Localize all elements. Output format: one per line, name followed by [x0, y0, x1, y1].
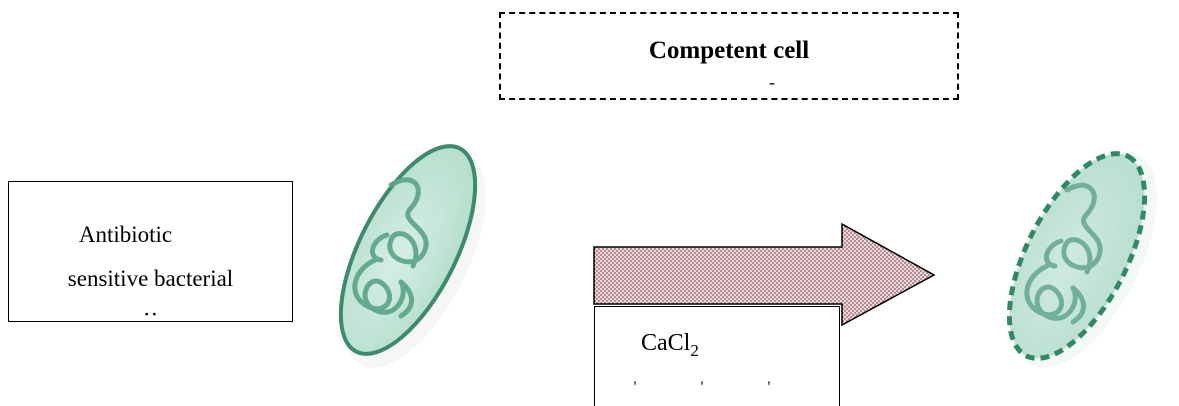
reagent-formula: CaCl	[641, 330, 690, 356]
reagent-ticks: ' ' '	[595, 379, 839, 397]
left-label-line-2: sensitive bacterial	[9, 266, 292, 292]
reagent-box: CaCl2 ' ' '	[594, 306, 840, 406]
competent-cell-icon	[975, 110, 1179, 390]
left-label-line-3: ··	[9, 302, 292, 322]
bacterial-cell-icon	[305, 110, 525, 380]
competent-cell-title-box: Competent cell -	[499, 12, 959, 100]
reagent-label: CaCl2	[641, 330, 699, 361]
left-label-line-1: Antibiotic	[9, 222, 292, 248]
competent-cell-title: Competent cell	[501, 37, 957, 65]
reagent-subscript: 2	[690, 341, 699, 360]
antibiotic-sensitive-label-box: Antibiotic sensitive bacterial ··	[8, 181, 293, 322]
title-underscore: -	[769, 72, 775, 93]
